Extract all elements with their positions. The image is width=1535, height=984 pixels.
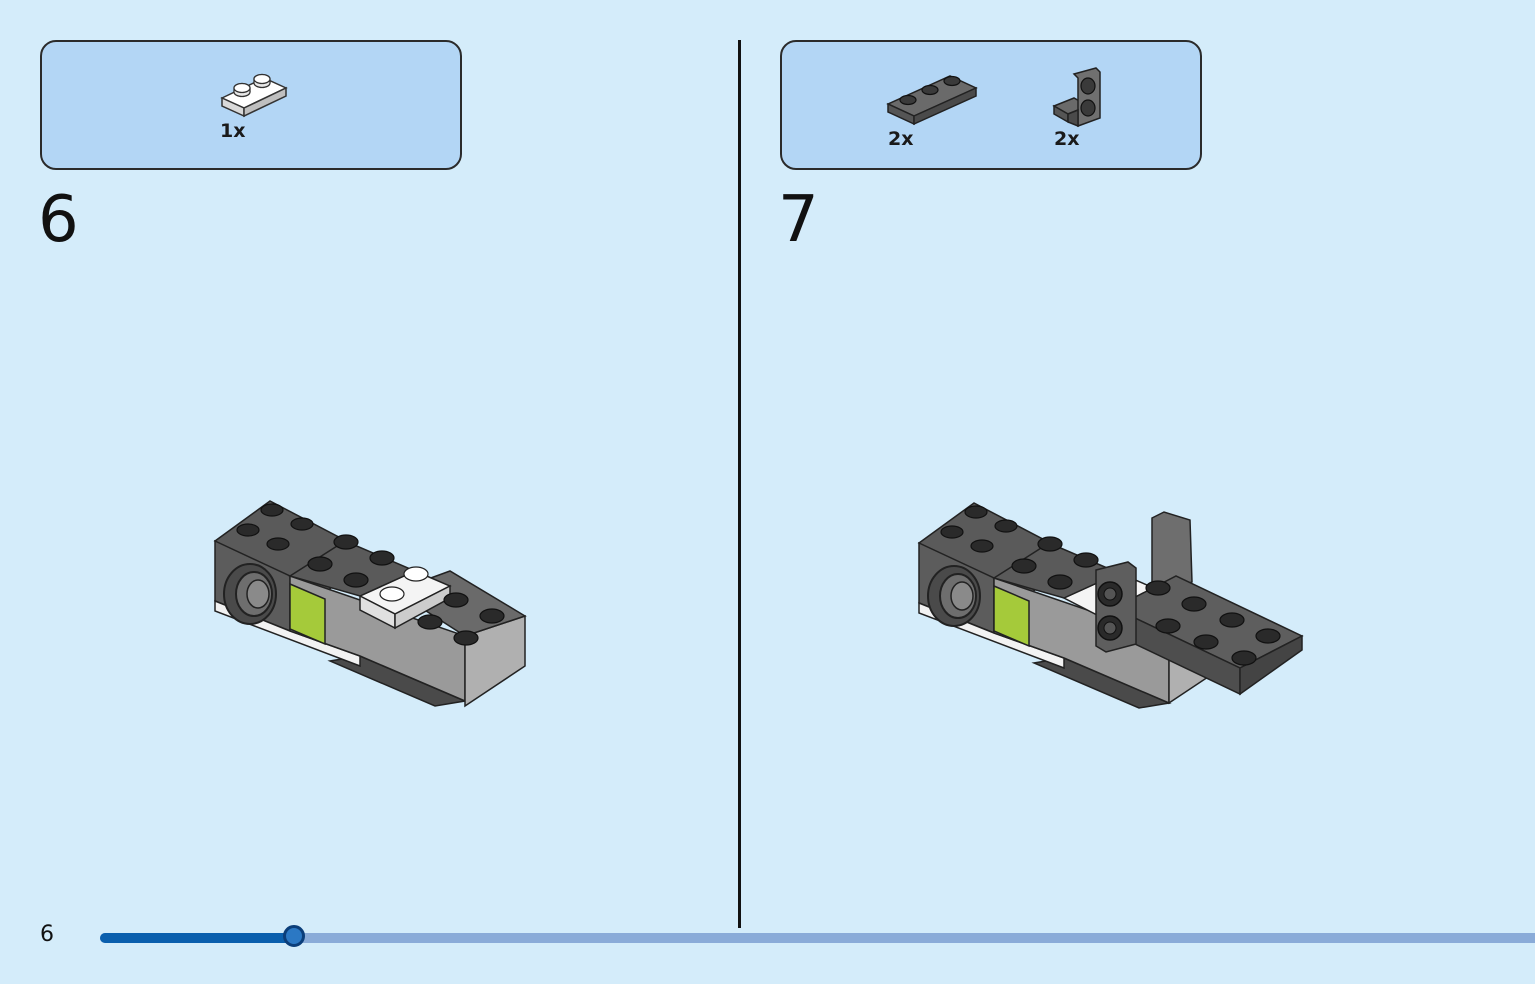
progress-bar (100, 925, 1535, 947)
step-number: 7 (778, 183, 819, 257)
part-quantity: 2x (888, 128, 914, 150)
build-model-step-7 (914, 498, 1309, 718)
step-number: 6 (38, 183, 79, 257)
part-quantity: 2x (1054, 128, 1080, 150)
progress-knob-icon (282, 925, 305, 947)
dark-gray-bracket-icon (1052, 66, 1104, 130)
progress-fill (100, 933, 294, 943)
build-model-step-6 (210, 496, 530, 716)
parts-callout-step-6: 1x (40, 40, 462, 170)
page-divider (738, 40, 741, 928)
white-plate-1x2-icon (218, 72, 290, 120)
page-number: 6 (40, 922, 54, 947)
parts-callout-step-7: 2x 2x (780, 40, 1202, 170)
part-quantity: 1x (220, 120, 246, 142)
dark-gray-plate-1x3-icon (886, 70, 978, 128)
